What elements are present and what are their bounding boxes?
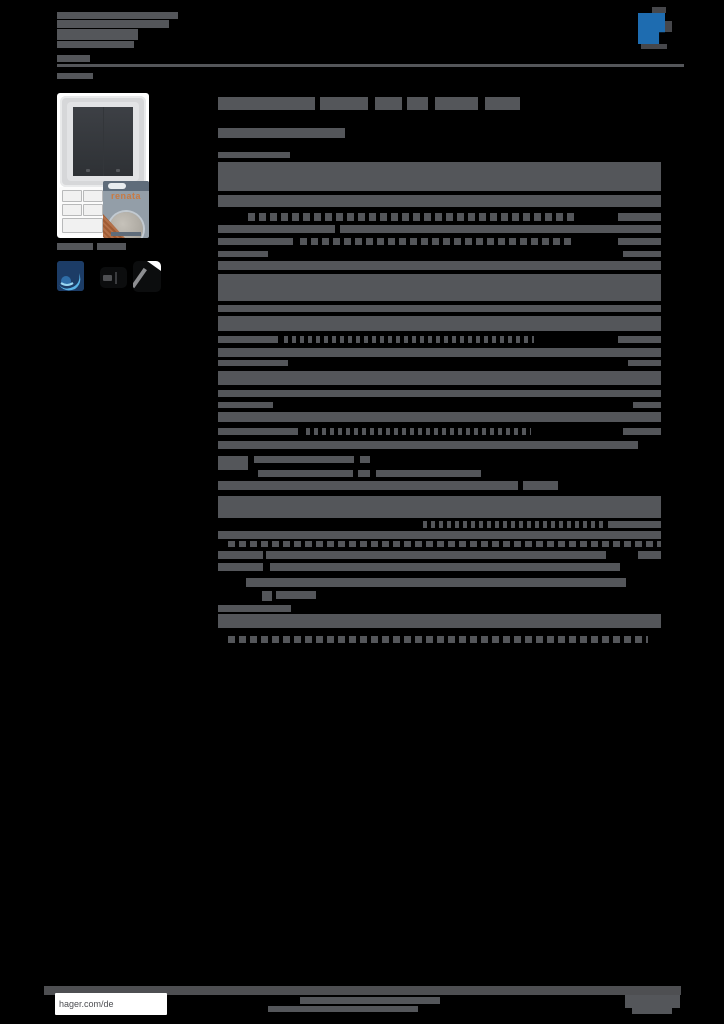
spec-row-bar xyxy=(523,481,558,490)
spec-row-bar xyxy=(623,428,661,435)
header-title-bar xyxy=(57,55,90,62)
product-photo: renata xyxy=(57,93,149,238)
header-title-bar xyxy=(57,41,134,48)
battery-footer-band xyxy=(111,232,141,236)
spec-row-bar xyxy=(276,591,316,599)
spec-row-bar xyxy=(218,456,248,470)
spec-row-bar xyxy=(258,470,353,477)
footer-text-bar xyxy=(632,1008,672,1014)
spec-row-bar xyxy=(218,251,268,257)
spec-row-bar xyxy=(340,225,661,233)
spec-row-bar xyxy=(608,521,661,528)
spec-row-bar xyxy=(423,521,603,528)
main-heading-bar xyxy=(320,97,368,110)
terminal-blocks-image xyxy=(59,187,105,235)
spec-row-bar xyxy=(218,412,661,422)
logo-fleck xyxy=(652,7,666,13)
main-heading-bar xyxy=(435,97,478,110)
battery-maker-logo xyxy=(103,181,149,191)
main-subheading-bar xyxy=(218,128,345,138)
spec-row-bar xyxy=(254,456,354,463)
left-column-label-bar xyxy=(57,243,93,250)
header-sub-bar xyxy=(57,73,93,79)
spec-row-bar xyxy=(218,531,661,539)
spec-row-bar xyxy=(638,551,661,559)
footer-divider-bar xyxy=(44,986,681,995)
spec-row-bar xyxy=(218,496,661,518)
footer-url-text[interactable]: hager.com/de xyxy=(59,999,114,1009)
spec-row-bar xyxy=(270,563,620,571)
header-rule xyxy=(57,64,684,67)
spec-row-bar xyxy=(218,162,661,191)
spec-row-bar xyxy=(218,348,661,357)
spec-row-bar xyxy=(360,456,370,463)
spec-row-bar xyxy=(218,305,661,312)
spec-row-bar xyxy=(218,551,263,559)
rocker-switch-image xyxy=(60,96,146,187)
spec-row-bar xyxy=(284,336,534,343)
footer-text-bar xyxy=(300,997,440,1004)
main-heading-bar xyxy=(485,97,520,110)
spec-row-bar xyxy=(218,360,288,366)
spec-row-bar xyxy=(218,481,518,490)
battery-package-image: renata xyxy=(103,181,149,238)
logo-fleck xyxy=(665,21,672,32)
dark-badge-ribbon-icon xyxy=(133,261,161,292)
spec-row-bar xyxy=(218,605,291,612)
spec-row-bar xyxy=(218,428,298,435)
footer-url-box[interactable]: hager.com/de xyxy=(55,993,167,1015)
spec-row-bar xyxy=(218,274,661,301)
spec-row-bar xyxy=(218,225,335,233)
spec-row-bar xyxy=(623,251,661,257)
footer-text-bar xyxy=(268,1006,418,1012)
spec-row-bar xyxy=(218,614,661,628)
header-title-bar xyxy=(57,29,138,40)
spec-row-bar xyxy=(218,261,661,270)
main-heading-bar xyxy=(375,97,402,110)
spec-row-bar xyxy=(218,152,290,158)
battery-brand-label: renata xyxy=(110,191,141,201)
spec-row-bar xyxy=(618,238,661,245)
logo-fleck xyxy=(641,44,667,49)
spec-row-bar xyxy=(218,195,661,207)
footer-text-bar xyxy=(625,995,680,1008)
spec-row-bar xyxy=(218,316,661,331)
header-title-bar xyxy=(57,12,178,19)
blue-sphere-logo-icon xyxy=(57,261,84,291)
spec-row-bar xyxy=(376,470,481,477)
spec-row-bar xyxy=(300,238,575,245)
spec-row-bar xyxy=(218,402,273,408)
header-title-bar xyxy=(57,20,169,28)
spec-row-bar xyxy=(633,402,661,408)
spec-row-bar xyxy=(628,360,661,366)
spec-row-bar xyxy=(218,371,661,385)
spec-row-bar xyxy=(306,428,531,435)
spec-row-bar xyxy=(358,470,370,477)
spec-row-bar xyxy=(262,591,272,601)
spec-row-bar xyxy=(618,336,661,343)
spec-row-bar xyxy=(228,541,661,547)
spec-row-bar xyxy=(266,551,606,559)
dark-badge-slot-icon xyxy=(100,267,127,288)
spec-row-bar xyxy=(218,441,638,449)
main-heading-bar xyxy=(218,97,315,110)
spec-row-bar xyxy=(218,563,263,571)
spec-row-bar xyxy=(218,238,293,245)
spec-row-bar xyxy=(248,213,578,221)
spec-row-bar xyxy=(228,636,648,643)
left-column-label-bar xyxy=(97,243,126,250)
main-heading-bar xyxy=(407,97,428,110)
spec-row-bar xyxy=(246,578,626,587)
spec-row-bar xyxy=(218,336,278,343)
spec-row-bar xyxy=(218,390,661,397)
spec-row-bar xyxy=(618,213,661,221)
